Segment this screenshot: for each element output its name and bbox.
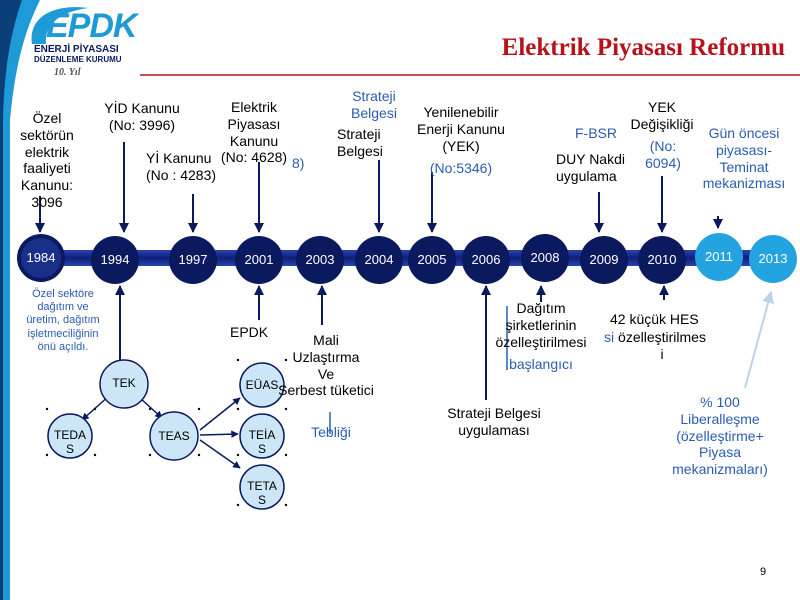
tree-label-euas: EÜAS [245, 378, 279, 392]
year-label-1997: 1997 [178, 252, 208, 267]
year-node-2008 [521, 234, 569, 282]
tree-node-teias [239, 413, 285, 459]
year-label-2013: 2013 [758, 251, 788, 266]
page-number: 9 [760, 566, 767, 578]
logo-line-1: ENERJİ PİYASASI [34, 44, 119, 55]
tree-node-teas [149, 411, 199, 461]
year-node-2003 [296, 236, 344, 284]
event-2010-text: YEK Değişikliği [630, 99, 694, 132]
tree-node-tedas [47, 413, 93, 459]
event-2009-text: DUY Nakdi uygulama [556, 151, 625, 184]
tree-label-teias: TEİA S [248, 428, 276, 457]
event-2003-blue-text: Tebliği [311, 424, 351, 440]
tree-label-tetas: TETA S [247, 479, 277, 508]
tree-link-teas-tetas [199, 439, 241, 469]
tree-link-teas-teias [199, 430, 239, 438]
event-2011-blue-text: Gün öncesi piyasası- Teminat mekanizması [702, 125, 786, 192]
year-node-2011 [695, 233, 743, 281]
year-node-2010 [638, 236, 686, 284]
tree-label-teas: TEAS [158, 429, 190, 443]
year-label-2005: 2005 [417, 252, 447, 267]
year-node-1994 [91, 236, 139, 284]
logo-anniversary-tag: 10. Yıl [54, 67, 81, 78]
event-2001-overlap-text: 8) [292, 155, 305, 171]
event-2010-bottom-text: 42 küçük HES [610, 311, 699, 327]
year-label-2009: 2009 [589, 252, 619, 267]
year-node-1997 [169, 236, 217, 284]
liberalization-arrow [744, 290, 774, 389]
year-label-2001: 2001 [244, 252, 274, 267]
year-node-2001 [235, 236, 283, 284]
event-1997-text: Yİ Kanunu (No : 4283) [146, 150, 217, 183]
event-2004-text: Strateji Belgesi [337, 126, 383, 159]
year-label-2008: 2008 [530, 250, 560, 265]
event-2010-blue-suffix: si [604, 329, 615, 345]
tree-label-tedas: TEDA S [53, 428, 86, 457]
page-title: Elektrik Piyasası Reformu [501, 34, 785, 61]
tree-link-tek-teas [139, 397, 163, 419]
event-2006-bottom-text: Strateji Belgesi uygulaması [447, 405, 541, 438]
year-label-2004: 2004 [364, 252, 394, 267]
event-1984-text: Özel sektörün elektrik faaliyeti Kanunu:… [20, 110, 74, 210]
year-label-2011: 2011 [705, 249, 733, 264]
event-1994-text: YİD Kanunu (No: 3996) [104, 100, 180, 133]
event-2008-bottom-text: Dağıtım şirketlerinin özelleştirilmesi [495, 300, 587, 350]
year-label-2006: 2006 [471, 252, 501, 267]
event-2009-blue-text: F-BSR [575, 125, 617, 141]
event-2003-bottom-text: Mali Uzlaştırma Ve Serbest tüketici [278, 332, 374, 399]
year-label-1984: 1984 [26, 250, 56, 265]
event-2008-blue-text: başlangıcı [509, 356, 573, 372]
event-2004-blue-text: Strateji Belgesi [351, 88, 397, 121]
year-node-2009 [580, 236, 628, 284]
event-2001-text: Elektrik Piyasası Kanunu (No: 4628) [220, 99, 288, 166]
tree-link-teas-euas [199, 397, 241, 431]
event-2010-blue-text: (No: 6094) [645, 138, 681, 171]
event-2005-blue-text: (No:5346) [429, 160, 493, 176]
event-2010-bottom-text-2: özelleştirilmes i [618, 329, 706, 362]
epdk-logo: EPDK ENERJİ PİYASASI DÜZENLEME KURUMU 10… [18, 4, 158, 82]
year-node-2006 [462, 236, 510, 284]
year-node-1984 [17, 234, 65, 282]
event-2001-bottom-text: EPDK [230, 324, 269, 340]
tree-selection-dots [45, 358, 288, 507]
logo-mark-icon [31, 7, 88, 44]
left-swoosh-dark-decoration [0, 0, 22, 600]
year-label-1994: 1994 [100, 252, 130, 267]
event-2005-text: Yenilenebilir Enerji Kanunu (YEK) [417, 104, 505, 154]
year-node-2005 [408, 236, 456, 284]
year-label-2010: 2010 [647, 252, 677, 267]
event-1984-bottom-text: Özel sektöre dağıtım ve üretim, dağıtım … [26, 288, 100, 353]
tree-node-tek [99, 359, 149, 409]
left-swoosh-decoration [0, 0, 40, 600]
tree-label-tek: TEK [112, 376, 136, 390]
logo-word: EPDK [46, 7, 137, 45]
year-node-2004 [355, 236, 403, 284]
liberalization-text: % 100 Liberalleşme (özelleştirme+ Piyasa… [672, 394, 768, 478]
logo-line-2: DÜZENLEME KURUMU [34, 55, 122, 64]
tree-node-tetas [239, 464, 285, 510]
year-node-2013 [749, 235, 797, 283]
tree-node-euas [239, 362, 285, 408]
year-label-2003: 2003 [305, 252, 335, 267]
